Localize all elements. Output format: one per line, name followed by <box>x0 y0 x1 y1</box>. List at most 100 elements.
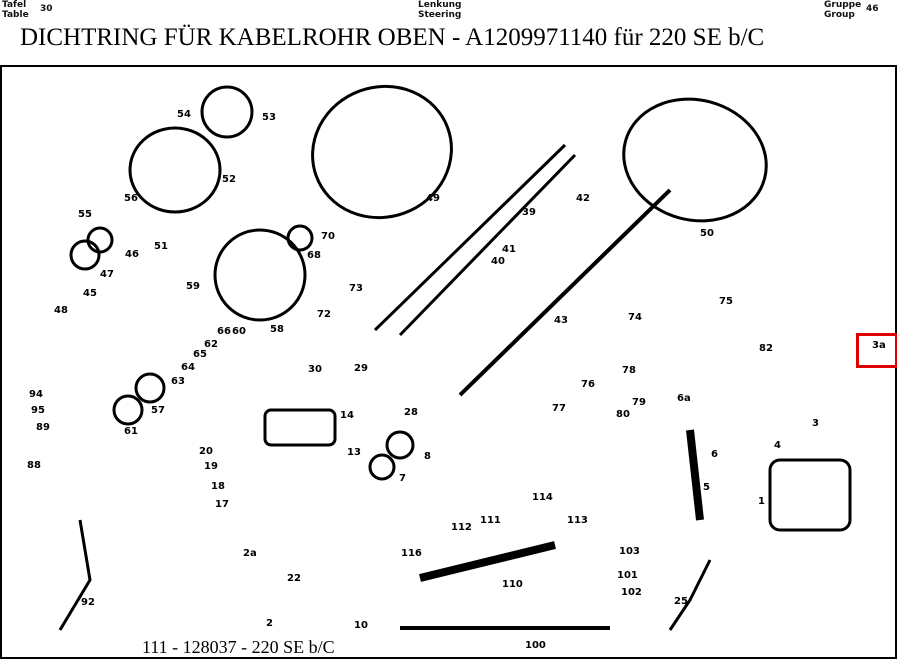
part-callout-20: 20 <box>199 446 213 457</box>
part-callout-102: 102 <box>621 587 642 598</box>
part-callout-25: 25 <box>674 596 688 607</box>
part-callout-62: 62 <box>204 339 218 350</box>
footer-reference: 111 - 128037 - 220 SE b/C <box>142 637 335 657</box>
part-callout-101: 101 <box>617 570 638 581</box>
part-callout-53: 53 <box>262 112 276 123</box>
part-callout-55: 55 <box>78 209 92 220</box>
column-tube-39 <box>373 143 567 332</box>
part-callout-56: 56 <box>124 193 138 204</box>
part-callout-65: 65 <box>193 349 207 360</box>
drag-link-110 <box>419 541 556 582</box>
ring-8 <box>385 430 415 460</box>
part-callout-43: 43 <box>554 315 568 326</box>
part-callout-40: 40 <box>491 256 505 267</box>
part-callout-60: 60 <box>232 326 246 337</box>
part-callout-95: 95 <box>31 405 45 416</box>
part-callout-28: 28 <box>404 407 418 418</box>
horn-ring-52 <box>128 126 222 214</box>
part-callout-114: 114 <box>532 492 553 503</box>
part-callout-73: 73 <box>349 283 363 294</box>
part-callout-116: 116 <box>401 548 422 559</box>
part-callout-41: 41 <box>502 244 516 255</box>
ring-46 <box>86 226 114 254</box>
part-callout-78: 78 <box>622 365 636 376</box>
part-callout-7: 7 <box>399 473 406 484</box>
part-callout-66: 66 <box>217 326 231 337</box>
part-callout-42: 42 <box>576 193 590 204</box>
part-callout-1: 1 <box>758 496 765 507</box>
part-callout-39: 39 <box>522 207 536 218</box>
part-callout-18: 18 <box>211 481 225 492</box>
part-callout-2a: 2a <box>243 548 257 559</box>
part-callout-19: 19 <box>204 461 218 472</box>
part-callout-94: 94 <box>29 389 43 400</box>
table-label: Table <box>2 10 29 20</box>
table-number: 30 <box>40 4 53 14</box>
part-callout-52: 52 <box>222 174 236 185</box>
part-callout-113: 113 <box>567 515 588 526</box>
part-callout-46: 46 <box>125 249 139 260</box>
ring-7 <box>368 453 396 481</box>
part-callout-48: 48 <box>54 305 68 316</box>
part-callout-64: 64 <box>181 362 195 373</box>
part-callout-6: 6 <box>711 449 718 460</box>
part-callout-51: 51 <box>154 241 168 252</box>
part-callout-8: 8 <box>424 451 431 462</box>
steering-label: Steering <box>418 10 462 20</box>
part-callout-14: 14 <box>340 410 354 421</box>
group-number: 46 <box>866 4 879 14</box>
pitman-shaft-5 <box>686 429 704 521</box>
part-callout-82: 82 <box>759 343 773 354</box>
arm-25 <box>668 559 712 631</box>
column-tube-39b <box>398 153 577 337</box>
part-callout-61: 61 <box>124 426 138 437</box>
part-callout-2: 2 <box>266 618 273 629</box>
part-callout-57: 57 <box>151 405 165 416</box>
tafel-label: Tafel <box>2 0 27 10</box>
part-callout-75: 75 <box>719 296 733 307</box>
part-callout-77: 77 <box>552 403 566 414</box>
part-callout-111: 111 <box>480 515 501 526</box>
arm-92 <box>58 519 92 631</box>
gruppe-label: Gruppe <box>824 0 862 10</box>
part-callout-17: 17 <box>215 499 229 510</box>
steering-wheel-49 <box>311 84 453 220</box>
part-callout-79: 79 <box>632 397 646 408</box>
part-callout-74: 74 <box>628 312 642 323</box>
part-callout-13: 13 <box>347 447 361 458</box>
part-callout-3: 3 <box>812 418 819 429</box>
part-callout-49: 49 <box>426 193 440 204</box>
part-callout-92: 92 <box>81 597 95 608</box>
part-callout-112: 112 <box>451 522 472 533</box>
part-callout-80: 80 <box>616 409 630 420</box>
steering-wheel-58 <box>213 228 307 322</box>
ring-57 <box>134 372 166 404</box>
part-callout-100: 100 <box>525 640 546 651</box>
part-callout-88: 88 <box>27 460 41 471</box>
part-callout-47: 47 <box>100 269 114 280</box>
ring-61 <box>112 394 144 426</box>
part-callout-76: 76 <box>581 379 595 390</box>
part-callout-72: 72 <box>317 309 331 320</box>
part-callout-5: 5 <box>703 482 710 493</box>
steering-wheel-50 <box>622 97 768 223</box>
part-callout-70: 70 <box>321 231 335 242</box>
part-callout-58: 58 <box>270 324 284 335</box>
steering-box-1 <box>768 458 852 532</box>
housing-14 <box>263 408 337 447</box>
part-callout-30: 30 <box>308 364 322 375</box>
page-title: DICHTRING FÜR KABELROHR OBEN - A12099711… <box>20 24 765 51</box>
ring-47 <box>69 239 101 271</box>
part-callout-29: 29 <box>354 363 368 374</box>
part-callout-45: 45 <box>83 288 97 299</box>
lenkung-label: Lenkung <box>418 0 462 10</box>
part-callout-89: 89 <box>36 422 50 433</box>
highlight-box-3a <box>856 333 897 368</box>
part-callout-22: 22 <box>287 573 301 584</box>
part-callout-110: 110 <box>502 579 523 590</box>
group-label: Group <box>824 10 855 20</box>
part-callout-103: 103 <box>619 546 640 557</box>
part-callout-4: 4 <box>774 440 781 451</box>
part-callout-6a: 6a <box>677 393 691 404</box>
